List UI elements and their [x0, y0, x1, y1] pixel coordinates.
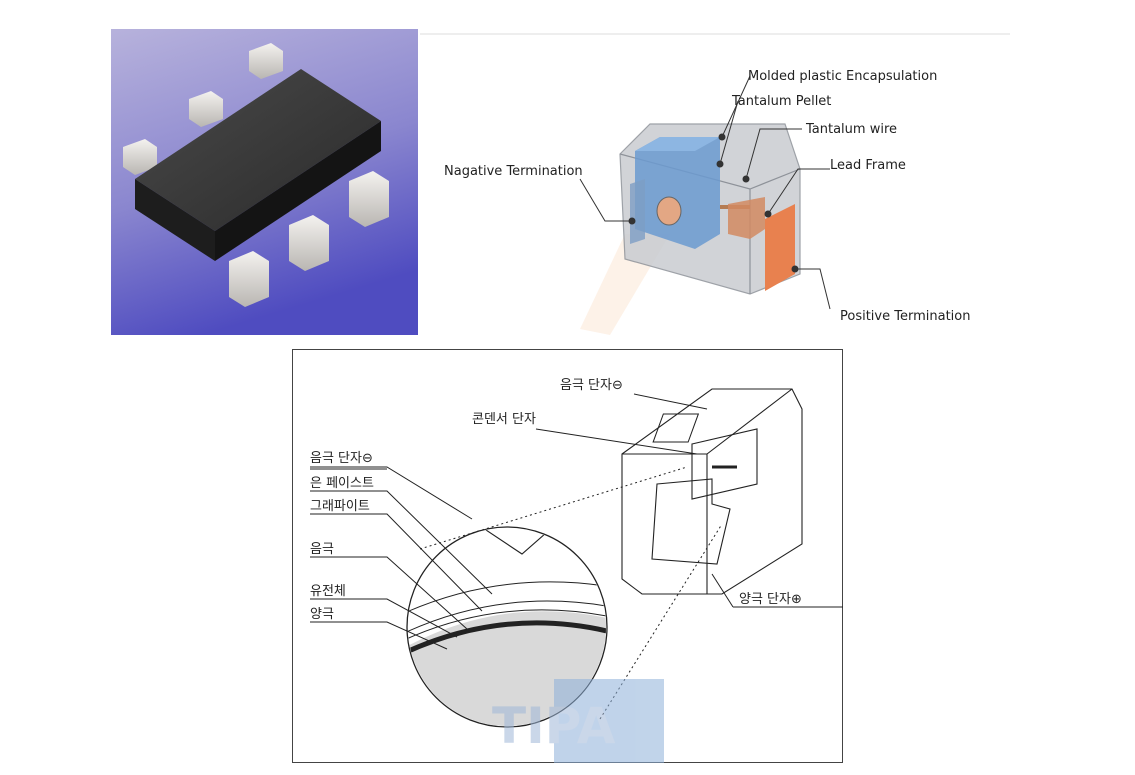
- label-condenser-terminal: 콘덴서 단자: [472, 412, 536, 427]
- tantalum-cutaway-diagram: Molded plastic Encapsulation Tantalum Pe…: [420, 29, 1015, 335]
- chip-lead: [123, 139, 157, 175]
- chip-body-front: [215, 121, 381, 261]
- positive-termination-block: [765, 204, 795, 291]
- watermark: TIPA: [492, 679, 664, 763]
- chip-lead: [349, 171, 389, 227]
- label-dielectric: 유전체: [310, 584, 346, 599]
- chip-photo: [111, 29, 418, 335]
- chip-lead: [249, 43, 283, 79]
- label-negative-termination: Nagative Termination: [444, 164, 583, 179]
- label-positive-termination: Positive Termination: [840, 309, 970, 324]
- chip-lead: [289, 215, 329, 271]
- label-lead-frame: Lead Frame: [830, 158, 906, 173]
- label-molded-encapsulation: Molded plastic Encapsulation: [748, 69, 937, 84]
- watermark-text: TIPA: [492, 697, 616, 755]
- lead-frame: [728, 197, 765, 239]
- label-cathode-terminal: 음극 단자⊖: [310, 451, 373, 466]
- chip-outline: [621, 388, 803, 595]
- chip-lead: [229, 251, 269, 307]
- label-silver-paste: 은 페이스트: [310, 476, 374, 491]
- chip-body-side: [135, 179, 215, 261]
- cross-section-diagram: TIPA 음극 단자⊖ 콘덴서 단자 음극 단자⊖ 은 페이스트 그래파이트 음…: [292, 349, 843, 763]
- label-graphite: 그래파이트: [310, 499, 370, 514]
- label-top-cathode-terminal: 음극 단자⊖: [560, 378, 623, 393]
- chip-body-top: [135, 69, 381, 231]
- label-cathode: 음극: [310, 542, 334, 557]
- label-anode: 양극: [310, 607, 334, 622]
- chip-lead: [189, 91, 223, 127]
- label-tantalum-wire: Tantalum wire: [805, 122, 897, 137]
- label-anode-terminal: 양극 단자⊕: [739, 592, 802, 607]
- label-tantalum-pellet: Tantalum Pellet: [731, 94, 831, 109]
- tantalum-pellet: [635, 137, 720, 249]
